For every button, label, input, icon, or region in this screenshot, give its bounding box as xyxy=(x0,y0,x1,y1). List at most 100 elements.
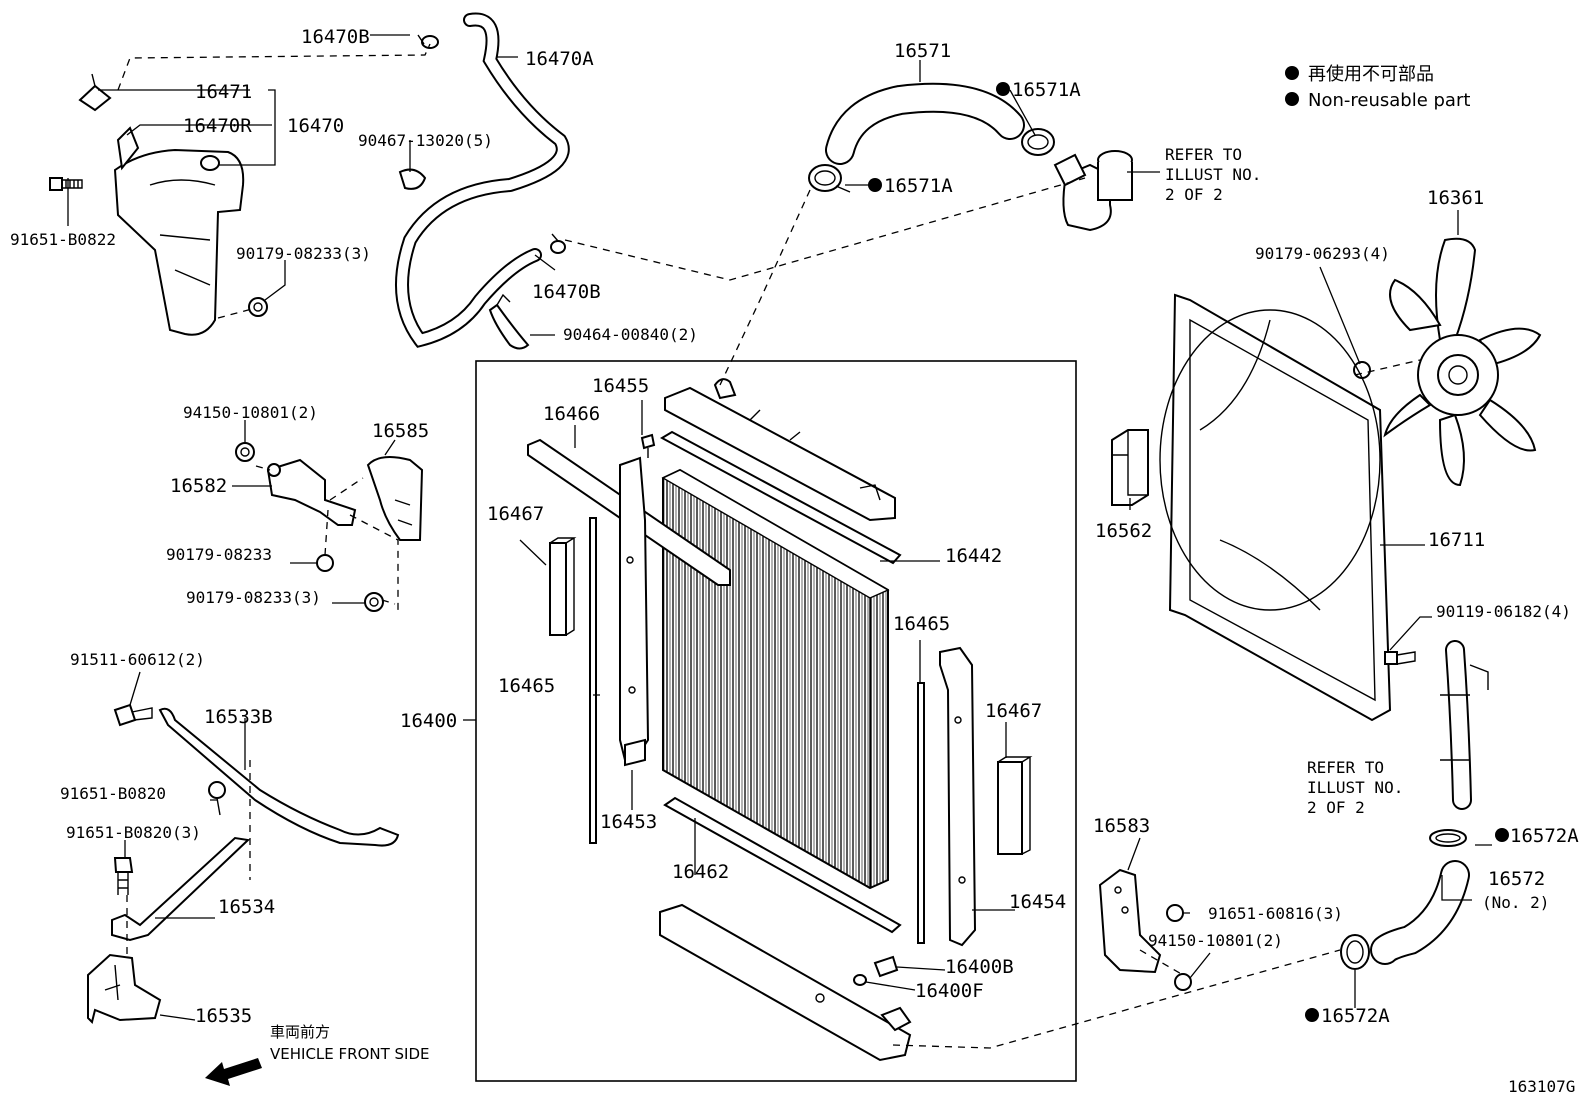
label-16400b: 16400B xyxy=(945,956,1014,978)
side-support-16453 xyxy=(619,456,650,767)
label-91651-b0820-3: 91651-B0820(3) xyxy=(66,823,201,842)
label-90179-08233-3-top: 90179-08233(3) xyxy=(236,244,371,263)
bracket-16583 xyxy=(1098,868,1162,974)
bolt-91511 xyxy=(113,703,153,727)
label-90119-06182: 90119-06182(4) xyxy=(1436,602,1571,621)
reservoir-tank xyxy=(113,126,245,336)
hose-clamp-90467 xyxy=(398,168,427,190)
label-16361: 16361 xyxy=(1427,187,1484,209)
non-reusable-marker xyxy=(1305,1008,1319,1022)
refer-note-top-line1: REFER TO xyxy=(1165,145,1242,164)
front-arrow-icon xyxy=(205,1058,262,1086)
nut-90179-08233-low xyxy=(364,592,384,612)
label-16470b-bottom: 16470B xyxy=(532,281,601,303)
label-90179-08233: 90179-08233 xyxy=(166,545,272,564)
label-16400f: 16400F xyxy=(915,980,984,1002)
support-rod-16534 xyxy=(111,836,251,942)
label-16572-no2: (No. 2) xyxy=(1482,893,1549,912)
label-16470: 16470 xyxy=(287,115,344,137)
label-90179-06293: 90179-06293(4) xyxy=(1255,244,1390,263)
nut-90179-08233-mid xyxy=(316,554,334,572)
bolt-91651-60816 xyxy=(1166,904,1184,922)
label-16571: 16571 xyxy=(894,40,951,62)
seal-block-16467-left xyxy=(549,542,567,636)
shroud-bracket-16562 xyxy=(1111,429,1149,506)
label-16400: 16400 xyxy=(400,710,457,732)
refer-note-mid-line3: 2 OF 2 xyxy=(1307,798,1365,817)
non-reusable-marker xyxy=(868,178,882,192)
seal-strip-16465-right xyxy=(917,682,925,944)
refer-note-top-line3: 2 OF 2 xyxy=(1165,185,1223,204)
bolt-91651-b0820-3 xyxy=(113,857,134,895)
shroud-bolt-90119 xyxy=(1384,651,1416,665)
non-reusable-marker xyxy=(996,82,1010,96)
hose-clip-16470b-top xyxy=(417,34,439,49)
label-16470a: 16470A xyxy=(525,48,594,70)
lower-tank-gasket xyxy=(663,796,902,934)
hose-clamp-16572a-top xyxy=(1429,829,1467,847)
hose-clip-16470b-bottom xyxy=(550,233,566,254)
radiator-lower-tank xyxy=(659,903,912,1062)
legend-jp: 再使用不可部品 xyxy=(1308,64,1434,85)
bolt-91651-b0822 xyxy=(49,177,83,191)
label-16467-left: 16467 xyxy=(487,503,544,525)
label-16453: 16453 xyxy=(600,811,657,833)
hose-clamp-16572a-bottom xyxy=(1340,934,1370,970)
bolt-91651-b0820 xyxy=(208,781,226,816)
side-support-16454 xyxy=(939,646,977,947)
label-16572a-bottom: 16572A xyxy=(1321,1005,1390,1027)
label-16711: 16711 xyxy=(1428,529,1485,551)
label-16585: 16585 xyxy=(372,420,429,442)
label-91651-60816: 91651-60816(3) xyxy=(1208,904,1343,923)
legend-marker-jp xyxy=(1285,66,1299,80)
upper-tank-gasket xyxy=(659,430,902,565)
fan-shroud xyxy=(1159,293,1392,722)
label-16572: 16572 xyxy=(1488,868,1545,890)
label-16534: 16534 xyxy=(218,896,275,918)
radiator-assembly-frame xyxy=(475,360,1077,1082)
legend-en: Non-reusable part xyxy=(1308,90,1470,111)
label-16535: 16535 xyxy=(195,1005,252,1027)
label-90464-00840: 90464-00840(2) xyxy=(563,325,698,344)
label-16442: 16442 xyxy=(945,545,1002,567)
label-16571a-top: 16571A xyxy=(1012,79,1081,101)
seal-strip-16465-left xyxy=(589,517,597,844)
label-16583: 16583 xyxy=(1093,815,1150,837)
fan-nut-90179-06293 xyxy=(1353,361,1371,379)
support-rod-16533b xyxy=(158,707,400,847)
o-ring-16400f xyxy=(853,974,867,986)
label-16572a-right: 16572A xyxy=(1510,825,1579,847)
label-16571a-bottom: 16571A xyxy=(884,175,953,197)
lower-hose-pipe xyxy=(1440,640,1489,810)
label-16467-right: 16467 xyxy=(985,700,1042,722)
label-91511-60612: 91511-60612(2) xyxy=(70,650,205,669)
drain-cock-16400b xyxy=(873,955,899,978)
nut-94150-10801-b xyxy=(1174,973,1192,991)
bracket-16535 xyxy=(87,953,162,1024)
label-91651-b0820: 91651-B0820 xyxy=(60,784,166,803)
band-clamp-90464 xyxy=(488,293,530,350)
refer-note-mid-line2: ILLUST NO. xyxy=(1307,778,1403,797)
non-reusable-marker xyxy=(1495,828,1509,842)
water-outlet-housing xyxy=(1053,150,1133,232)
radiator-screw-16455 xyxy=(640,433,656,458)
label-16533b: 16533B xyxy=(204,706,273,728)
label-16462: 16462 xyxy=(672,861,729,883)
label-16455: 16455 xyxy=(592,375,649,397)
cooling-fan xyxy=(1383,237,1542,487)
direction-jp: 車両前方 xyxy=(270,1023,330,1041)
label-16465-left: 16465 xyxy=(498,675,555,697)
direction-en: VEHICLE FRONT SIDE xyxy=(270,1045,430,1063)
label-94150-10801-top: 94150-10801(2) xyxy=(183,403,318,422)
label-16470r: 16470R xyxy=(183,115,252,137)
label-16454: 16454 xyxy=(1009,891,1066,913)
legend-marker-en xyxy=(1285,92,1299,106)
label-16471: 16471 xyxy=(195,81,252,103)
label-16582: 16582 xyxy=(170,475,227,497)
label-16466: 16466 xyxy=(543,403,600,425)
bracket-16585 xyxy=(366,455,424,541)
label-90179-08233-3-mid: 90179-08233(3) xyxy=(186,588,321,607)
label-16470b-top: 16470B xyxy=(301,26,370,48)
diagram-code: 163107G xyxy=(1508,1077,1575,1096)
